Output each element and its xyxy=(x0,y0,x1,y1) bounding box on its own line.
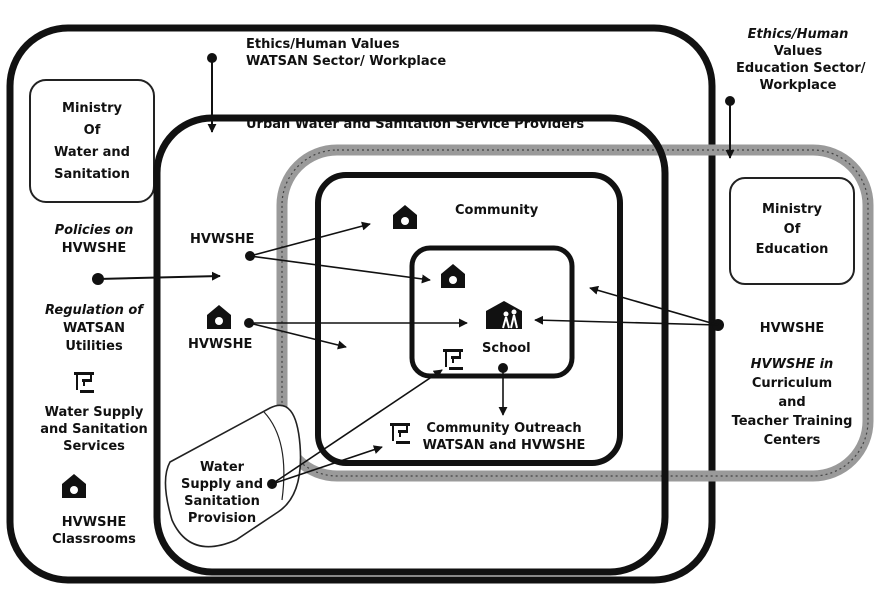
ethics-watsan-label: Ethics/Human Values WATSAN Sector/ Workp… xyxy=(246,36,446,70)
water-supply-services-line: and Sanitation xyxy=(40,422,148,437)
house-icon xyxy=(207,305,231,329)
education-to-school-arrow xyxy=(534,315,719,326)
school-box xyxy=(409,245,575,379)
hvwshe-right-label: HVWSHE xyxy=(759,321,825,336)
urban-providers-label: Urban Water and Sanitation Service Provi… xyxy=(246,117,585,132)
ethics-education-line: Education Sector/ xyxy=(736,61,866,76)
provision-line: Water xyxy=(199,460,245,475)
policies-line: Policies on xyxy=(54,223,134,238)
ministry-water-line: Sanitation xyxy=(54,167,130,182)
ministry-education-line: Ministry xyxy=(762,202,822,217)
water-supply-services-line: Water Supply xyxy=(44,405,144,420)
regulation-line: WATSAN xyxy=(63,321,125,336)
outreach-label: Community Outreach WATSAN and HVWSHE xyxy=(418,420,590,454)
ministry-water-line: Water and xyxy=(54,145,130,160)
ministry-water-line: Of xyxy=(83,123,101,138)
ethics-watsan-line: Ethics/Human Values xyxy=(246,37,400,52)
ethics-education-line: Values xyxy=(773,44,823,59)
house-icon xyxy=(62,474,86,498)
curriculum-line: Centers xyxy=(763,433,821,448)
curriculum-line: Curriculum xyxy=(751,376,833,391)
school-icon xyxy=(486,301,522,329)
ethics-education-line: Ethics/Human xyxy=(747,27,849,42)
policies-arrow xyxy=(97,271,221,281)
curriculum-line: and xyxy=(778,395,806,410)
community-label: Community xyxy=(455,203,539,218)
ministry-education-line: Of xyxy=(783,222,801,237)
urban-providers-box xyxy=(153,114,669,576)
hvwshe-upper-label: HVWSHE xyxy=(190,232,255,247)
water-supply-services-label: Water Supply and Sanitation Services xyxy=(28,404,160,455)
curriculum-line: Teacher Training xyxy=(731,414,853,429)
hvwshe-to-community-arrow xyxy=(248,322,347,350)
house-icon xyxy=(441,264,465,288)
education-to-community-arrow xyxy=(589,285,719,326)
policies-label: Policies on HVWSHE xyxy=(34,222,154,258)
outreach-line: Community Outreach xyxy=(426,421,582,436)
hvwshe-to-community-house-arrow xyxy=(249,221,371,257)
provision-label: Water Supply and Sanitation Provision xyxy=(172,459,272,527)
ministry-education-box xyxy=(729,177,855,285)
regulation-line: Regulation of xyxy=(45,303,143,318)
house-icon xyxy=(393,205,417,229)
hvwshe-classrooms-line: Classrooms xyxy=(52,532,136,547)
water-supply-services-line: Services xyxy=(63,439,125,454)
ethics-watsan-line: WATSAN Sector/ Workplace xyxy=(246,54,447,69)
curriculum-label: HVWSHE in Curriculum and Teacher Trainin… xyxy=(728,355,856,450)
ethics-education-line: Workplace xyxy=(759,78,837,93)
ministry-water-line: Ministry xyxy=(62,101,122,116)
ministry-water-box xyxy=(29,79,155,203)
ethics-education-label: Ethics/Human Values Education Sector/ Wo… xyxy=(736,26,866,94)
community-box xyxy=(315,172,623,466)
provision-to-outreach-arrow xyxy=(271,445,383,485)
hvwshe-to-school-house-arrow xyxy=(249,255,431,284)
tap-icon xyxy=(74,372,94,393)
provision-lozenge xyxy=(164,404,302,548)
hvwshe-lower-label: HVWSHE xyxy=(188,337,253,352)
provision-to-school-tap-arrow xyxy=(271,369,443,485)
policies-line: HVWSHE xyxy=(61,241,127,256)
outreach-line: WATSAN and HVWSHE xyxy=(422,438,586,453)
regulation-line: Utilities xyxy=(65,339,123,354)
ministry-water-label: Ministry Of Water and Sanitation xyxy=(30,98,154,186)
curriculum-line: HVWSHE in xyxy=(750,357,834,372)
ministry-education-line: Education xyxy=(755,242,829,257)
hvwshe-classrooms-line: HVWSHE xyxy=(61,515,127,530)
provision-line: Sanitation xyxy=(184,494,260,509)
regulation-label: Regulation of WATSAN Utilities xyxy=(30,302,158,356)
provision-line: Provision xyxy=(187,511,257,526)
hvwshe-classrooms-label: HVWSHE Classrooms xyxy=(30,514,158,548)
ministry-education-label: Ministry Of Education xyxy=(730,200,854,260)
provision-line: Supply and xyxy=(180,477,264,492)
tap-icon xyxy=(443,349,463,370)
watsan-sector-box xyxy=(6,24,716,584)
tap-icon xyxy=(390,423,410,444)
school-label: School xyxy=(482,341,531,356)
